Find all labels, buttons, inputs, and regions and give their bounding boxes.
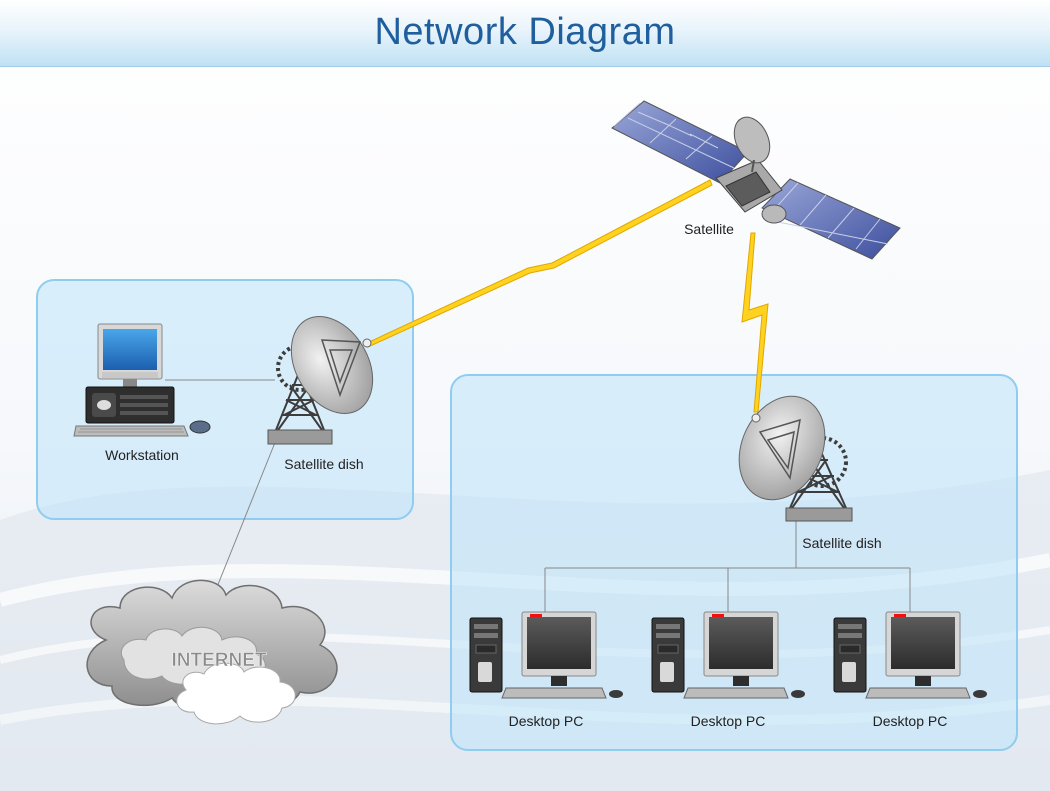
- workstation-label: Workstation: [105, 447, 179, 463]
- desktop-pc-1-label: Desktop PC: [508, 713, 584, 729]
- desktop-pc-3-label: Desktop PC: [872, 713, 948, 729]
- satellite-dish-left-label: Satellite dish: [284, 456, 364, 472]
- internet-label: INTERNET: [172, 650, 267, 671]
- satellite-label: Satellite: [684, 221, 734, 237]
- satellite-dish-right-icon[interactable]: [723, 382, 853, 522]
- desktop-pc-3-icon[interactable]: [833, 611, 987, 699]
- lan-connector-lines: [544, 520, 911, 615]
- internet-cloud-icon[interactable]: [86, 579, 338, 725]
- desktop-pc-2-icon[interactable]: [651, 611, 805, 699]
- desktop-pc-2-label: Desktop PC: [690, 713, 766, 729]
- satellite-icon[interactable]: [611, 100, 901, 260]
- header-bar: Network Diagram: [0, 0, 1050, 67]
- wireless-link-right: [741, 232, 769, 413]
- wireless-link-left: [366, 179, 713, 348]
- satellite-dish-left-icon[interactable]: [267, 302, 389, 445]
- satellite-dish-right-label: Satellite dish: [802, 535, 882, 551]
- dish-to-internet-link: [214, 439, 277, 593]
- desktop-pc-1-icon[interactable]: [469, 611, 623, 699]
- workstation-computer-icon[interactable]: [73, 323, 211, 437]
- page-title: Network Diagram: [374, 11, 676, 53]
